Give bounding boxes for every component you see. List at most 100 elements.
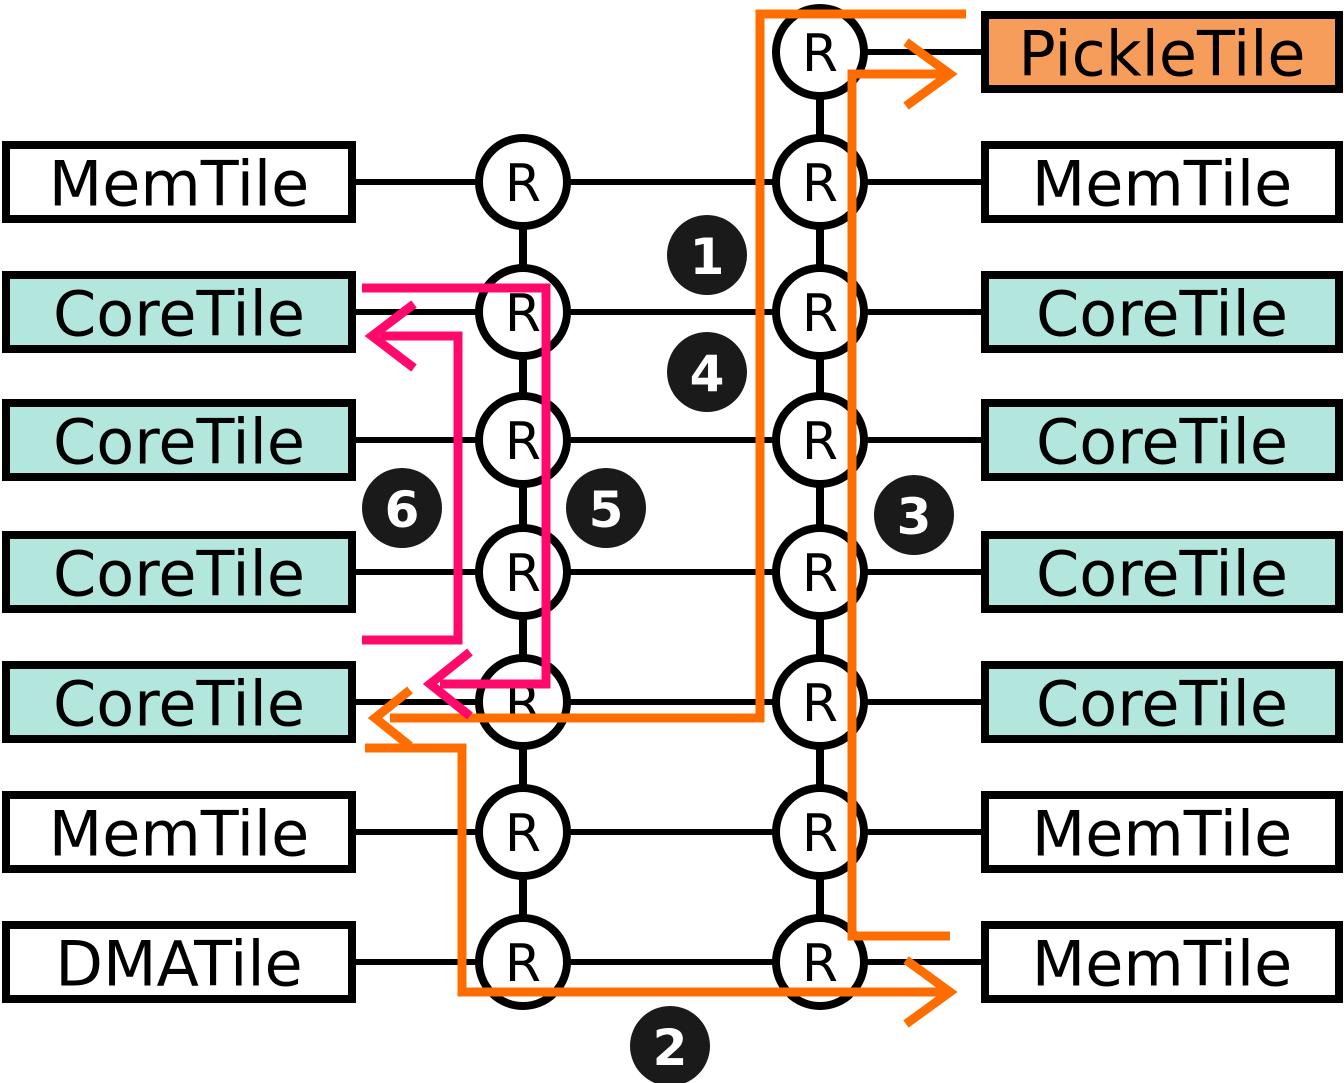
- step-marker-2: 2: [630, 1006, 710, 1083]
- router-label: R: [505, 544, 541, 604]
- tile-label: DMATile: [55, 928, 302, 1001]
- step-label: 1: [690, 228, 725, 286]
- router-label: R: [505, 284, 541, 344]
- router-label: R: [505, 412, 541, 472]
- router-label: R: [505, 804, 541, 864]
- pink-path-5: [362, 283, 551, 689]
- orange-path-3: [847, 69, 950, 941]
- tile-box: [981, 141, 1343, 223]
- left-tile-core: CoreTile: [2, 399, 356, 481]
- router-circle: [475, 134, 571, 230]
- router-label: R: [505, 934, 541, 994]
- step-label: 4: [690, 345, 725, 403]
- left-router-0: R: [475, 134, 571, 230]
- tile-box: [981, 271, 1343, 353]
- tile-label: CoreTile: [1036, 278, 1288, 351]
- tile-label: CoreTile: [1036, 538, 1288, 611]
- router-label: R: [802, 674, 838, 734]
- right-router-7: R: [772, 914, 868, 1010]
- router-circle: [772, 914, 868, 1010]
- step-label: 5: [589, 481, 624, 539]
- router-label: R: [802, 284, 838, 344]
- pink-arrow-5-head: [422, 648, 473, 720]
- orange-path-2: [365, 743, 945, 997]
- pink-path-6: [362, 331, 463, 645]
- wires-layer: [352, 49, 985, 965]
- left-tile-core: CoreTile: [2, 271, 356, 353]
- tile-box: [981, 921, 1343, 1003]
- step-circle: [566, 468, 646, 548]
- right-tile-core: CoreTile: [981, 271, 1343, 353]
- tiles-layer: MemTileCoreTileCoreTileCoreTileCoreTileM…: [2, 11, 1343, 1003]
- step-circle: [667, 332, 747, 412]
- left-router-1: R: [475, 264, 571, 360]
- tile-label: CoreTile: [1036, 668, 1288, 741]
- tile-box: [2, 791, 356, 873]
- tile-box: [2, 141, 356, 223]
- tile-label: MemTile: [1032, 928, 1293, 1001]
- router-circle: [772, 4, 868, 100]
- right-tile-core: CoreTile: [981, 661, 1343, 743]
- routing-paths-layer: [362, 9, 966, 1028]
- right-router-6: R: [772, 784, 868, 880]
- router-circle: [475, 914, 571, 1010]
- tile-label: PickleTile: [1018, 18, 1305, 91]
- orange-arrow-2-head: [903, 956, 958, 1028]
- left-router-4: R: [475, 654, 571, 750]
- left-tile-mem: MemTile: [2, 141, 356, 223]
- left-tile-mem: MemTile: [2, 791, 356, 873]
- tile-box: [2, 661, 356, 743]
- orange-arrow-3-head: [903, 38, 958, 110]
- router-circle: [772, 264, 868, 360]
- tile-box: [981, 661, 1343, 743]
- router-label: R: [802, 154, 838, 214]
- router-circle: [772, 134, 868, 230]
- router-circle: [772, 784, 868, 880]
- right-tile-core: CoreTile: [981, 531, 1343, 613]
- tile-box: [981, 399, 1343, 481]
- tile-label: CoreTile: [53, 668, 305, 741]
- tile-box: [2, 531, 356, 613]
- tile-box: [2, 271, 356, 353]
- tile-label: MemTile: [49, 148, 310, 221]
- tile-label: MemTile: [49, 798, 310, 871]
- step-marker-5: 5: [566, 468, 646, 548]
- router-label: R: [802, 24, 838, 84]
- router-circle: [772, 392, 868, 488]
- right-router-0: R: [772, 4, 868, 100]
- right-router-5: R: [772, 654, 868, 750]
- tile-box: [2, 921, 356, 1003]
- right-router-3: R: [772, 392, 868, 488]
- right-tile-mem: MemTile: [981, 791, 1343, 873]
- step-marker-3: 3: [874, 475, 954, 555]
- right-router-2: R: [772, 264, 868, 360]
- step-label: 3: [897, 488, 932, 546]
- step-circle: [874, 475, 954, 555]
- left-router-2: R: [475, 392, 571, 488]
- right-tile-pickle: PickleTile: [981, 11, 1343, 93]
- tile-label: MemTile: [1032, 148, 1293, 221]
- step-label: 2: [653, 1019, 688, 1077]
- step-circle: [630, 1006, 710, 1083]
- tile-box: [981, 531, 1343, 613]
- router-label: R: [802, 544, 838, 604]
- tile-box: [981, 11, 1343, 93]
- router-label: R: [802, 934, 838, 994]
- left-router-6: R: [475, 914, 571, 1010]
- left-tile-dma: DMATile: [2, 921, 356, 1003]
- right-router-4: R: [772, 524, 868, 620]
- step-marker-6: 6: [362, 468, 442, 548]
- right-tile-core: CoreTile: [981, 399, 1343, 481]
- step-circle: [362, 468, 442, 548]
- router-label: R: [505, 154, 541, 214]
- tile-label: CoreTile: [1036, 406, 1288, 479]
- left-tile-core: CoreTile: [2, 661, 356, 743]
- left-router-5: R: [475, 784, 571, 880]
- step-marker-4: 4: [667, 332, 747, 412]
- pink-arrow-6-head: [364, 300, 417, 372]
- right-tile-mem: MemTile: [981, 921, 1343, 1003]
- router-label: R: [802, 412, 838, 472]
- tile-label: CoreTile: [53, 406, 305, 479]
